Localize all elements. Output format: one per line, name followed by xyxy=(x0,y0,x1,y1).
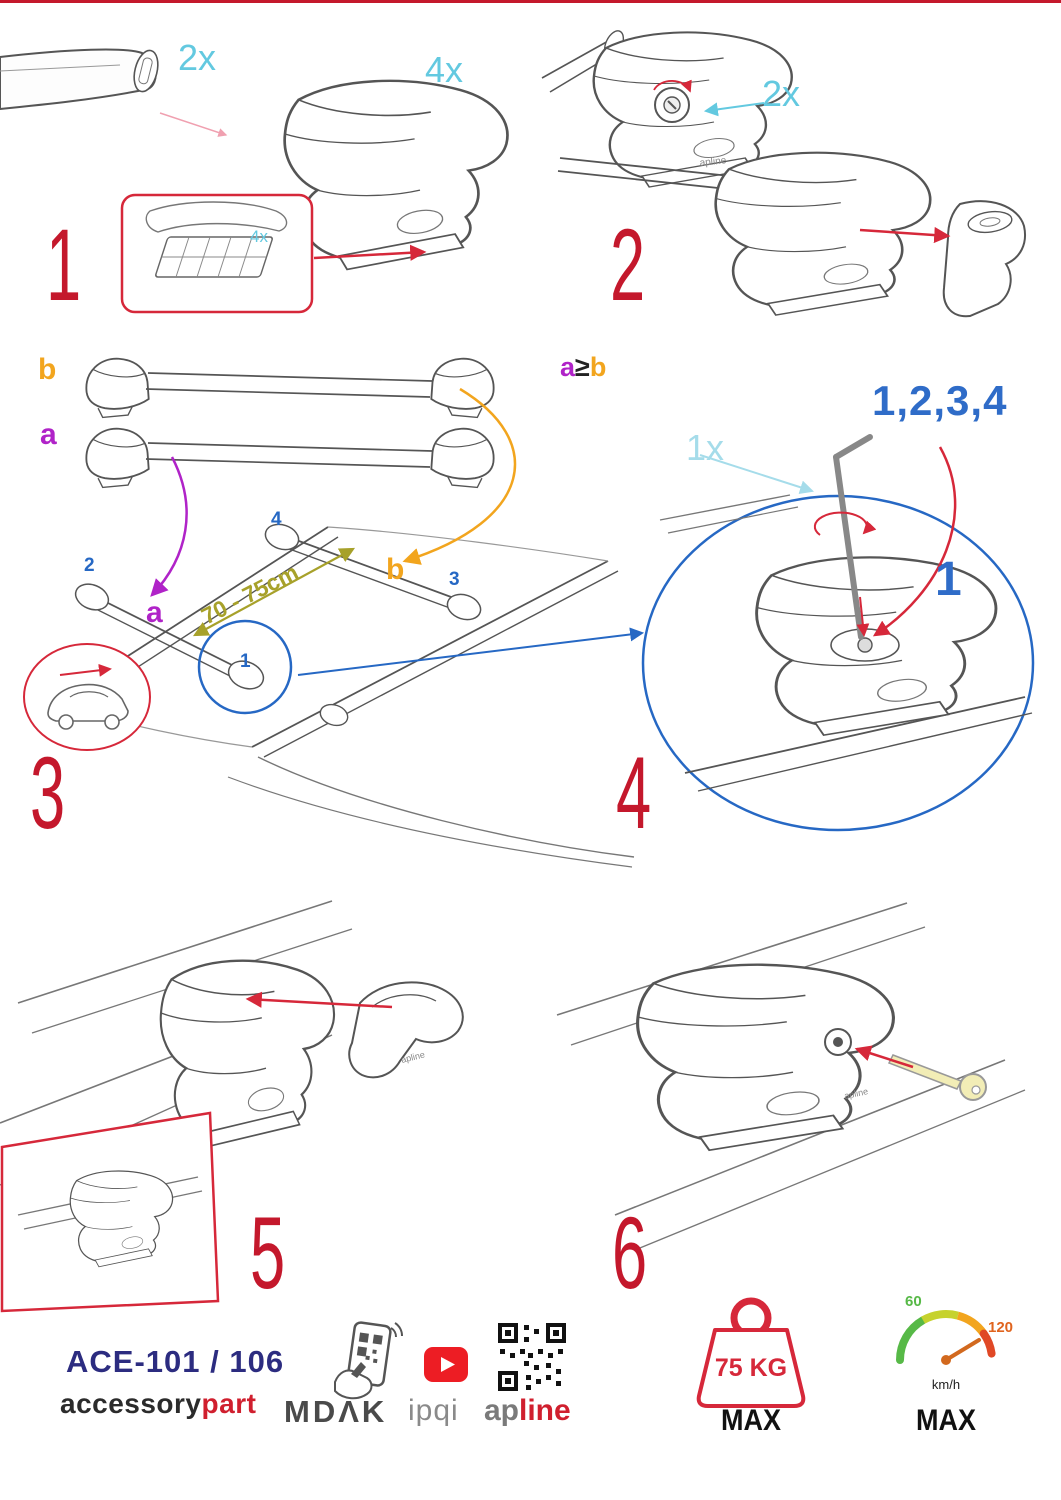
step5-number: 5 xyxy=(250,1196,286,1310)
step1-illustration xyxy=(0,48,509,314)
speed-high-label: 120 xyxy=(988,1319,1014,1336)
product-model: ACE-101 / 106 xyxy=(66,1344,285,1379)
step1-pad-qty: 4x xyxy=(250,227,268,246)
speed-max-label: MAX xyxy=(915,1404,976,1437)
car-direction-inset xyxy=(23,643,151,751)
brand-accessory: accessory xyxy=(60,1388,202,1419)
position-2-label: 2 xyxy=(84,555,95,576)
position-1-label: 1 xyxy=(240,651,251,672)
assembly-hint-arrow xyxy=(159,112,228,137)
mounted-clamp-inset xyxy=(0,1111,220,1313)
brand-part: part xyxy=(201,1388,257,1419)
step2-number: 2 xyxy=(610,208,646,322)
condition-operator: ≥ xyxy=(575,352,590,382)
max-weight-icon xyxy=(696,1297,806,1408)
rotate-arrow xyxy=(813,511,877,536)
clamp-brand-logo: apline xyxy=(699,155,727,169)
position-a-label: a xyxy=(146,596,163,629)
insert-pad-arrow xyxy=(313,244,427,261)
tighten-order-label: 1,2,3,4 xyxy=(872,377,1008,424)
brand-wordmark: accessorypart xyxy=(60,1390,256,1418)
rubber-pad-inset xyxy=(120,193,314,314)
bar-a-label: a xyxy=(40,418,57,451)
condition-a: a xyxy=(560,352,576,382)
speedometer-icon xyxy=(896,1310,996,1365)
step4-illustration xyxy=(641,434,1035,832)
allen-key xyxy=(833,434,873,640)
bar-b-label: b xyxy=(38,353,57,386)
step1-foot-qty: 4x xyxy=(425,49,464,90)
step2-illustration: apline xyxy=(541,30,1026,318)
lock-qty-arrow xyxy=(703,102,765,117)
step5-illustration: apline xyxy=(0,900,464,1313)
speed-low-label: 60 xyxy=(905,1293,922,1310)
tighten-down-arrow xyxy=(856,596,870,637)
apline-ap: ap xyxy=(484,1394,520,1427)
clamp-foot-drawing xyxy=(283,79,509,271)
max-weight-value: 75 KG xyxy=(714,1354,788,1382)
zoom-ellipse xyxy=(641,494,1035,832)
crossbar-drawing xyxy=(0,48,159,111)
crossbar-a-drawing xyxy=(85,427,495,489)
insert-arm-arrow xyxy=(245,991,393,1009)
position-4-label: 4 xyxy=(271,509,282,530)
step3-number: 3 xyxy=(30,736,66,850)
condition-b: b xyxy=(589,352,607,382)
clamp-foot-drawing xyxy=(636,963,895,1152)
tool-qty-arrow xyxy=(699,454,814,495)
max-weight-label: MAX xyxy=(720,1404,781,1437)
bolt-seat xyxy=(830,628,900,662)
step6-number: 6 xyxy=(612,1196,648,1310)
rail-lines xyxy=(659,494,1033,792)
zoom-callout-arrow xyxy=(297,627,645,676)
step3-illustration xyxy=(23,357,645,868)
keyhole xyxy=(824,1028,852,1056)
step1-bar-qty: 2x xyxy=(178,37,217,78)
crossbar-b-drawing xyxy=(85,357,495,419)
youtube-icon xyxy=(424,1347,468,1382)
step6-illustration: apline xyxy=(556,902,1026,1251)
step4-number: 4 xyxy=(616,736,652,850)
clamp-foot-lower-drawing xyxy=(714,151,932,317)
partner-mdak: MDΛK xyxy=(284,1394,388,1429)
key-drawing xyxy=(887,1054,987,1101)
apline-line: line xyxy=(519,1394,571,1427)
partner-ipqi: ipqi xyxy=(408,1394,459,1427)
insert-key-arrow xyxy=(854,1045,914,1069)
lock-cylinder xyxy=(653,79,692,123)
tool-qty-label: 1x xyxy=(686,427,725,468)
step1-number: 1 xyxy=(46,208,82,322)
position-b-label: b xyxy=(386,553,405,586)
step2-lock-qty: 2x xyxy=(762,73,801,114)
first-position-label: 1 xyxy=(935,553,962,606)
section-divider-2 xyxy=(0,0,1061,3)
order-callout-arrow xyxy=(872,446,957,637)
phone-scan-qr-icon xyxy=(334,1321,404,1400)
speed-unit-label: km/h xyxy=(931,1377,961,1392)
partner-apline: apline xyxy=(484,1396,571,1426)
qr-code-icon xyxy=(498,1323,566,1391)
a-geq-b-condition: a≥b xyxy=(560,354,606,381)
end-cover-drawing xyxy=(942,200,1026,318)
position-3-label: 3 xyxy=(449,569,460,590)
bar-a-placement-arrow xyxy=(150,456,188,597)
clamp-brand-logo: apline xyxy=(843,1086,869,1101)
attach-cover-arrow xyxy=(859,226,951,244)
bar-b-placement-arrow xyxy=(402,387,517,565)
distance-arrow xyxy=(192,547,356,637)
